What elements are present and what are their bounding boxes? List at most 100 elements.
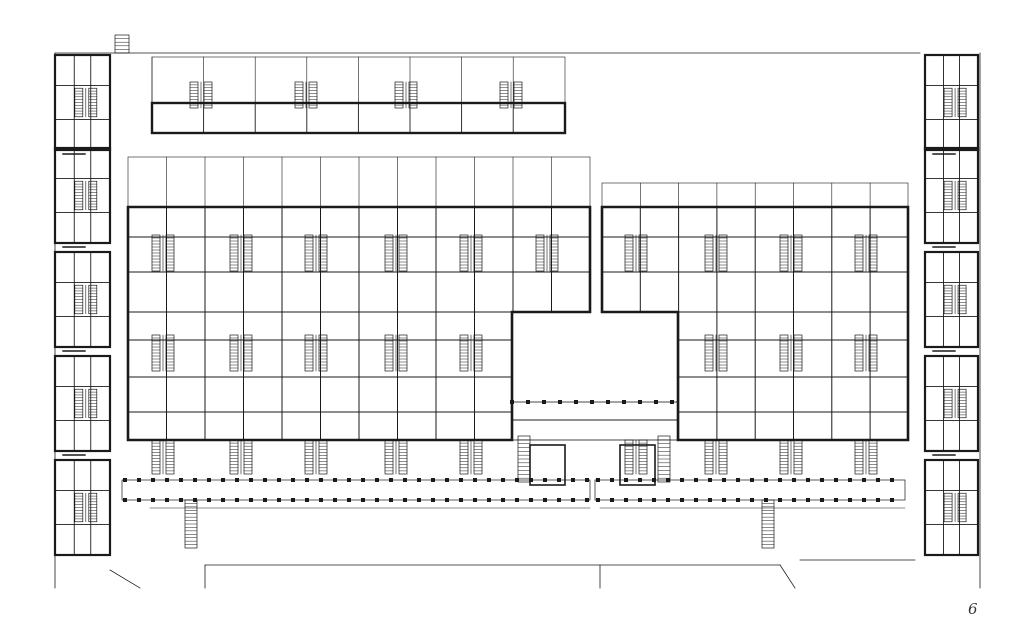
arcade-pier — [361, 478, 365, 482]
west-unit — [53, 354, 112, 453]
stair-flight — [243, 439, 253, 475]
arcade-pier — [585, 478, 589, 482]
link-pier — [654, 400, 658, 404]
courtyard-link — [511, 419, 679, 441]
east-unit — [923, 146, 980, 245]
arcade-pier — [123, 498, 127, 502]
south-yard-wall — [779, 564, 796, 589]
arcade-pier — [221, 478, 225, 482]
arcade-pier — [708, 498, 712, 502]
arcade-pier — [151, 478, 155, 482]
west-unit — [53, 250, 112, 349]
arcade-pier — [820, 478, 824, 482]
arcade-pier — [834, 478, 838, 482]
east-unit — [923, 458, 980, 557]
arcade-pier — [417, 498, 421, 502]
arcade-pier — [179, 478, 183, 482]
stair-flight — [459, 439, 469, 475]
link-pier — [622, 400, 626, 404]
arcade-pier — [736, 478, 740, 482]
stair-flight — [704, 439, 714, 475]
arcade-pier — [137, 498, 141, 502]
arcade-pier — [792, 478, 796, 482]
west-unit — [53, 53, 112, 152]
arcade-pier — [722, 498, 726, 502]
arcade-pier — [778, 478, 782, 482]
arcade-pier — [389, 478, 393, 482]
arcade-pier — [459, 478, 463, 482]
arcade-pier — [501, 498, 505, 502]
stair-flight — [513, 81, 523, 109]
stair-flight — [229, 439, 239, 475]
arcade-pier — [375, 478, 379, 482]
arcade-pier — [610, 478, 614, 482]
arcade-pier — [792, 498, 796, 502]
sheet-number-mark: 6 — [968, 600, 978, 618]
arcade-pier — [694, 498, 698, 502]
stair-flight — [294, 81, 304, 109]
link-pier — [590, 400, 594, 404]
arcade-pier — [445, 478, 449, 482]
arcade-pier — [750, 498, 754, 502]
site-boundary-sw-chamfer — [109, 569, 141, 589]
arcade-pier — [694, 478, 698, 482]
arcade-pier — [638, 478, 642, 482]
arcade-pier — [543, 478, 547, 482]
arcade-pier — [529, 478, 533, 482]
entrance-steps — [114, 34, 130, 54]
arcade-pier — [319, 478, 323, 482]
arcade-pier — [652, 498, 656, 502]
east-building-strip — [923, 53, 980, 557]
arcade-pier — [557, 498, 561, 502]
arcade-pier — [596, 498, 600, 502]
arcade-pier — [666, 478, 670, 482]
link-pier — [510, 400, 514, 404]
arcade-pier — [890, 498, 894, 502]
arcade-pier — [680, 478, 684, 482]
arcade-pier — [515, 478, 519, 482]
arcade-pier — [557, 478, 561, 482]
south-arcade — [121, 478, 906, 549]
arcade-pier — [473, 498, 477, 502]
arcade-pier — [137, 478, 141, 482]
arcade-pier — [862, 498, 866, 502]
arcade-pier — [375, 498, 379, 502]
link-pier — [574, 400, 578, 404]
arcade-pier — [235, 498, 239, 502]
link-pier — [638, 400, 642, 404]
stair-flight — [203, 81, 213, 109]
arcade-pier — [624, 498, 628, 502]
arcade-pier — [862, 478, 866, 482]
arcade-pier — [445, 498, 449, 502]
arcade-pier — [249, 478, 253, 482]
stair-flight — [854, 439, 864, 475]
arcade-pier — [666, 498, 670, 502]
link-pier — [670, 400, 674, 404]
arcade-pier — [708, 478, 712, 482]
east-unit — [923, 250, 980, 349]
arcade-pier — [221, 498, 225, 502]
link-pier — [526, 400, 530, 404]
stair-flight — [793, 439, 803, 475]
west-unit — [53, 146, 112, 245]
arcade-pier — [431, 498, 435, 502]
arcade-pier — [347, 478, 351, 482]
central-pavilion — [529, 444, 566, 486]
courtyard-link — [511, 401, 679, 421]
link-pier — [606, 400, 610, 404]
arcade-pier — [431, 478, 435, 482]
stair-flight — [384, 439, 394, 475]
west-unit — [53, 458, 112, 557]
stair-flight — [408, 81, 418, 109]
stair-flight — [394, 81, 404, 109]
stair-flight — [318, 439, 328, 475]
arcade-pier — [624, 478, 628, 482]
west-arcade — [121, 479, 591, 501]
arcade-pier — [277, 478, 281, 482]
stair-flight — [308, 81, 318, 109]
arcade-pier — [848, 478, 852, 482]
stair-flight — [151, 439, 161, 475]
arcade-pier — [487, 478, 491, 482]
main-central-block — [126, 156, 910, 486]
